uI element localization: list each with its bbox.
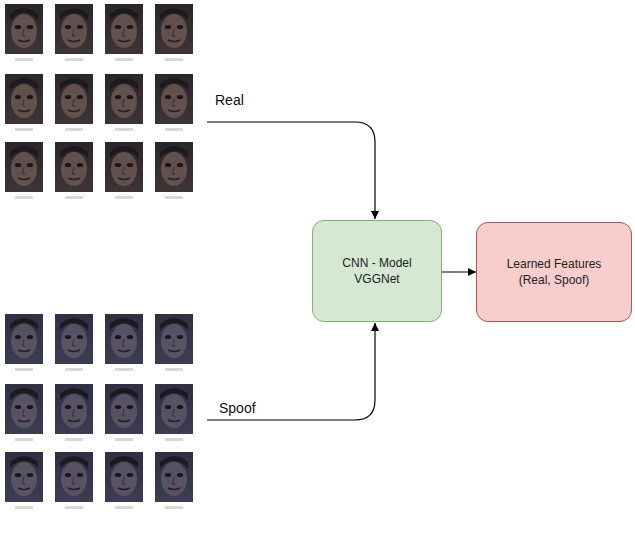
input-label: Real [215, 92, 244, 108]
face-thumbnail [5, 4, 43, 61]
node-label: CNN - Model VGGNet [334, 255, 420, 287]
input-line [207, 122, 375, 219]
model-box: CNN - Model VGGNet [312, 220, 442, 322]
face-thumbnail [55, 74, 93, 131]
face-thumbnail [5, 142, 43, 199]
face-thumbnail [105, 142, 143, 199]
face-thumbnail [105, 314, 143, 371]
face-thumbnail [5, 384, 43, 441]
face-thumbnail [55, 314, 93, 371]
face-thumbnail [155, 142, 193, 199]
face-thumbnail [155, 384, 193, 441]
face-thumbnail [105, 4, 143, 61]
face-thumbnail [55, 384, 93, 441]
face-thumbnail [155, 314, 193, 371]
face-thumbnail [105, 452, 143, 509]
face-thumbnail [55, 4, 93, 61]
face-thumbnail [105, 74, 143, 131]
face-thumbnail [155, 4, 193, 61]
flow-arrow [442, 271, 476, 272]
input-line [207, 323, 375, 420]
face-thumbnail [5, 452, 43, 509]
face-thumbnail [155, 74, 193, 131]
face-thumbnail [5, 314, 43, 371]
face-thumbnail [5, 74, 43, 131]
face-thumbnail [55, 452, 93, 509]
node-label: Learned Features (Real, Spoof) [494, 256, 614, 288]
input-label: Spoof [219, 400, 256, 416]
face-thumbnail [55, 142, 93, 199]
face-thumbnail [155, 452, 193, 509]
face-thumbnail [105, 384, 143, 441]
output-box: Learned Features (Real, Spoof) [476, 222, 632, 322]
